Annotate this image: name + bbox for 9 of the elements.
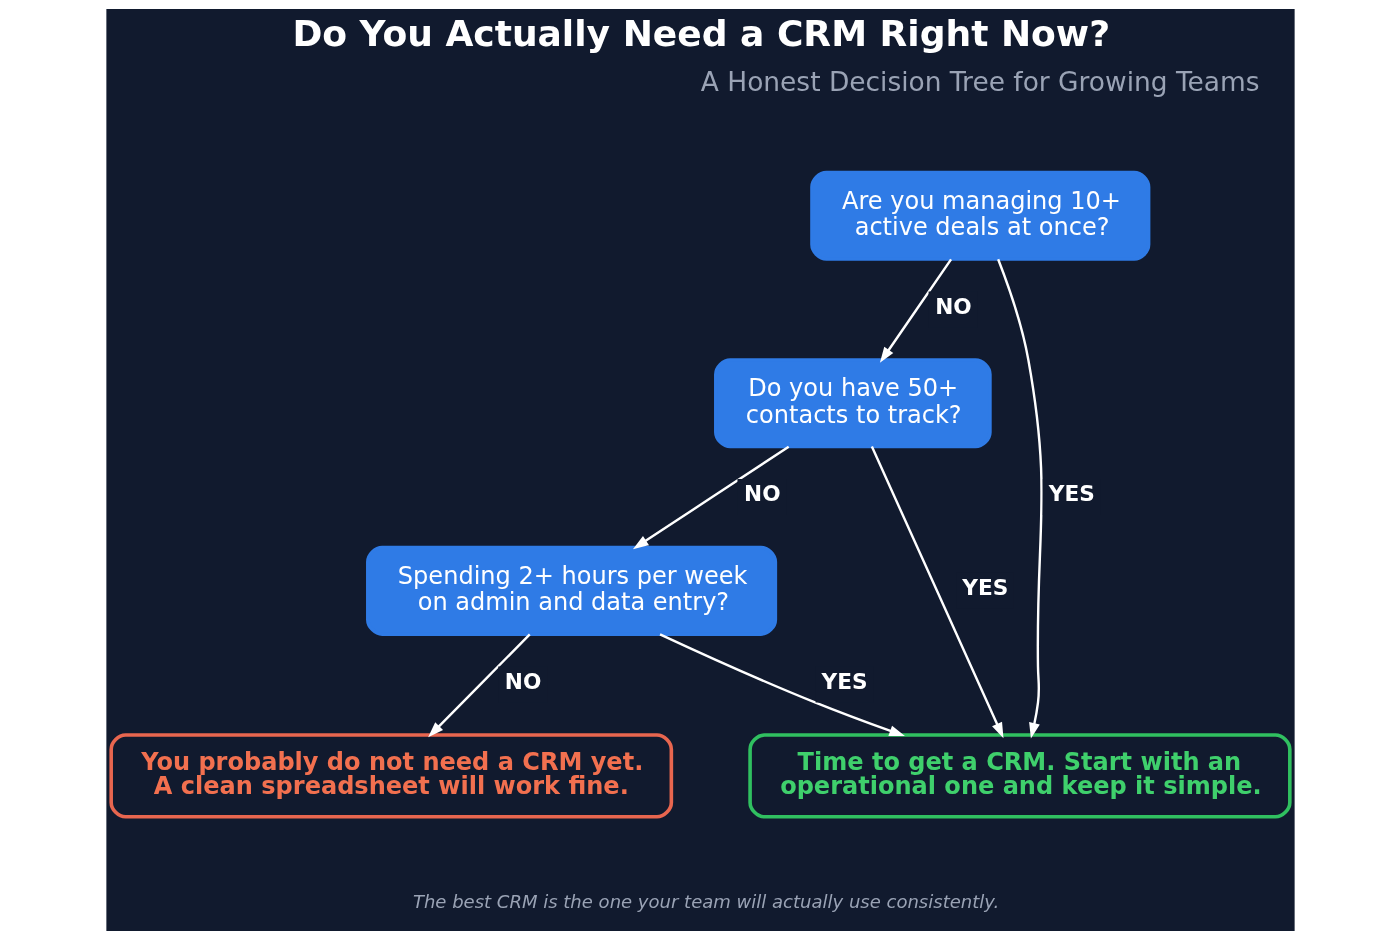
edge-label: YES	[821, 668, 868, 694]
edge-label: NO	[934, 293, 972, 319]
edge-label: YES	[961, 574, 1008, 600]
diagram-title: Do You Actually Need a CRM Right Now?	[291, 12, 1110, 55]
caption: The best CRM is the one your team will actually use consistently.	[412, 890, 999, 912]
edge-label: NO	[743, 480, 781, 506]
edge-label: YES	[1048, 480, 1095, 506]
edge-label: NO	[504, 668, 541, 694]
label: A Honest Decision Tree for Growing Teams	[700, 65, 1260, 97]
